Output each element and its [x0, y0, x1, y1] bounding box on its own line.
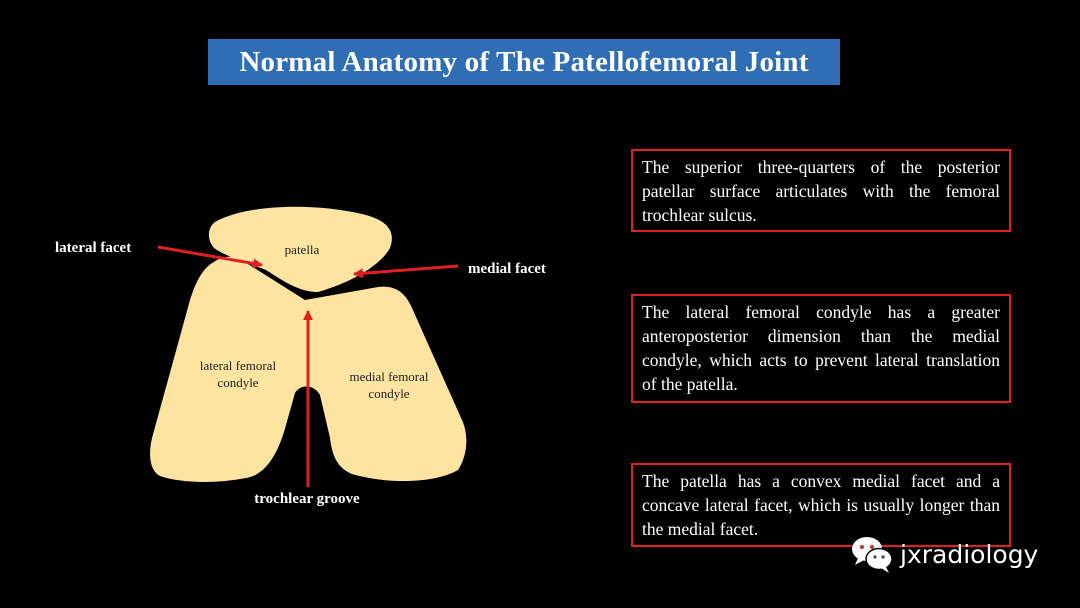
lateral-facet-label: lateral facet [55, 240, 131, 256]
lateral-facet-arrow [157, 245, 263, 269]
medial-facet-arrow [353, 264, 459, 279]
note-text: The lateral femoral condyle has a greate… [642, 302, 1000, 394]
note-box-patella-facets: The patella has a convex medial facet an… [631, 463, 1011, 547]
medial-facet-label: medial facet [468, 261, 546, 277]
title-banner: Normal Anatomy of The Patellofemoral Joi… [208, 39, 840, 85]
wechat-icon [852, 537, 893, 573]
note-box-lateral-condyle: The lateral femoral condyle has a greate… [631, 294, 1011, 403]
watermark: jxradiology [850, 534, 1038, 574]
lateral-condyle-label-line2: condyle [217, 375, 258, 390]
trochlear-groove-label: trochlear groove [254, 491, 360, 507]
patella-shape [208, 206, 392, 292]
watermark-text: jxradiology [900, 539, 1039, 569]
note-text: The patella has a convex medial facet an… [642, 471, 1000, 539]
medial-condyle-label-line1: medial femoral [349, 369, 428, 384]
note-box-patellar-surface: The superior three-quarters of the poste… [631, 149, 1011, 232]
patella-label: patella [285, 242, 320, 257]
note-text: The superior three-quarters of the poste… [642, 157, 1000, 225]
lateral-condyle-label-line1: lateral femoral [200, 358, 277, 373]
medial-condyle-label-line2: condyle [368, 386, 409, 401]
slide-title: Normal Anatomy of The Patellofemoral Joi… [239, 45, 809, 78]
